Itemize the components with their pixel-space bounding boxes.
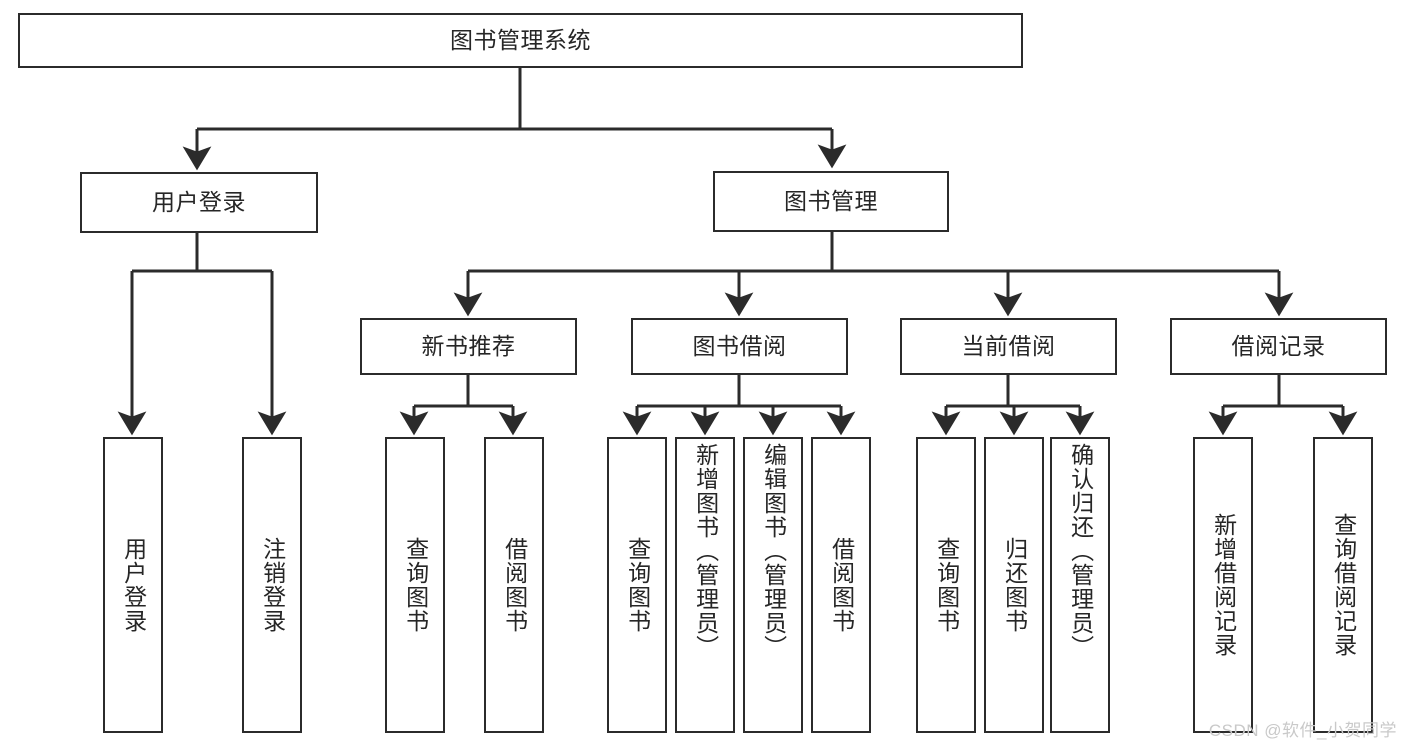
node-leaf-query-book-2[interactable]: 查询图书 bbox=[607, 437, 667, 733]
edges-current-borrow bbox=[931, 375, 1095, 436]
node-borrow-record-label: 借阅记录 bbox=[1231, 332, 1326, 359]
node-leaf-query-book-1[interactable]: 查询图书 bbox=[385, 437, 445, 733]
node-leaf-borrow-book-2[interactable]: 借阅图书 bbox=[811, 437, 871, 733]
edges-root bbox=[182, 68, 847, 171]
node-leaf-logout-login[interactable]: 注销登录 bbox=[242, 437, 302, 733]
node-leaf-query-book-3[interactable]: 查询图书 bbox=[916, 437, 976, 733]
node-leaf-query-record[interactable]: 查询借阅记录 bbox=[1313, 437, 1373, 733]
node-leaf-borrow-book-1[interactable]: 借阅图书 bbox=[484, 437, 544, 733]
node-leaf-add-book[interactable]: 新增图书（管理员） bbox=[675, 437, 735, 733]
node-leaf-add-book-label: 新增图书（管理员） bbox=[692, 443, 719, 659]
edges-book-management bbox=[453, 232, 1294, 317]
node-leaf-query-book-2-label: 查询图书 bbox=[624, 537, 651, 633]
node-new-book-recommend[interactable]: 新书推荐 bbox=[360, 318, 577, 375]
node-leaf-logout-login-label: 注销登录 bbox=[259, 537, 286, 633]
node-book-management[interactable]: 图书管理 bbox=[713, 171, 949, 232]
node-borrow-record[interactable]: 借阅记录 bbox=[1170, 318, 1387, 375]
node-leaf-edit-book-label: 编辑图书（管理员） bbox=[760, 443, 787, 659]
node-current-borrow-label: 当前借阅 bbox=[961, 332, 1056, 359]
node-leaf-query-book-1-label: 查询图书 bbox=[402, 537, 429, 633]
node-book-borrow-label: 图书借阅 bbox=[692, 332, 787, 359]
node-leaf-query-book-3-label: 查询图书 bbox=[933, 537, 960, 633]
node-leaf-return-book[interactable]: 归还图书 bbox=[984, 437, 1044, 733]
node-new-book-recommend-label: 新书推荐 bbox=[421, 332, 516, 359]
node-leaf-return-book-label: 归还图书 bbox=[1001, 537, 1028, 633]
node-leaf-borrow-book-2-label: 借阅图书 bbox=[828, 537, 855, 633]
node-root-book-management-system[interactable]: 图书管理系统 bbox=[18, 13, 1023, 68]
node-leaf-confirm-return-label: 确认归还（管理员） bbox=[1067, 443, 1094, 659]
node-user-login-label: 用户登录 bbox=[152, 188, 246, 215]
node-user-login[interactable]: 用户登录 bbox=[80, 172, 318, 233]
node-leaf-user-login-label: 用户登录 bbox=[120, 537, 147, 633]
node-leaf-borrow-book-1-label: 借阅图书 bbox=[501, 537, 528, 633]
node-root-label: 图书管理系统 bbox=[450, 26, 591, 53]
node-leaf-query-record-label: 查询借阅记录 bbox=[1330, 513, 1357, 657]
node-leaf-add-record[interactable]: 新增借阅记录 bbox=[1193, 437, 1253, 733]
node-leaf-confirm-return[interactable]: 确认归还（管理员） bbox=[1050, 437, 1110, 733]
node-book-management-label: 图书管理 bbox=[784, 187, 878, 214]
edges-book-borrow bbox=[622, 375, 856, 436]
node-leaf-add-record-label: 新增借阅记录 bbox=[1210, 513, 1237, 657]
node-current-borrow[interactable]: 当前借阅 bbox=[900, 318, 1117, 375]
edges-borrow-record bbox=[1208, 375, 1358, 436]
edges-user-login bbox=[117, 233, 287, 436]
node-book-borrow[interactable]: 图书借阅 bbox=[631, 318, 848, 375]
node-leaf-user-login[interactable]: 用户登录 bbox=[103, 437, 163, 733]
edges-new-book-recommend bbox=[399, 375, 528, 436]
node-leaf-edit-book[interactable]: 编辑图书（管理员） bbox=[743, 437, 803, 733]
